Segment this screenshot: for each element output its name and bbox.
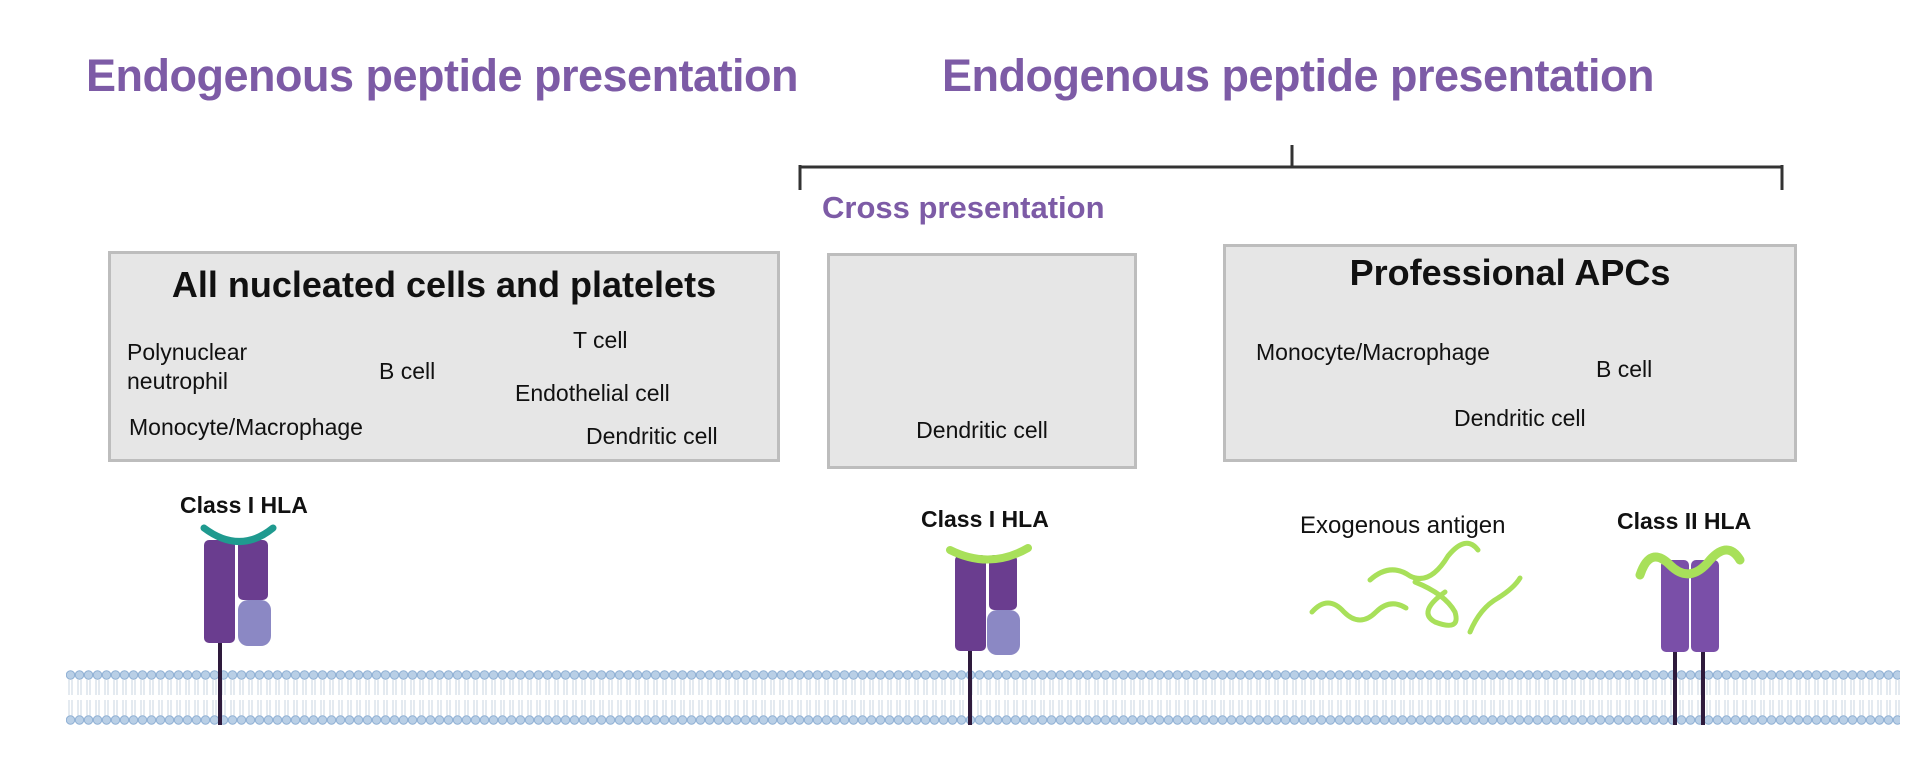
- box-professional-apcs-title: Professional APCs: [1349, 252, 1671, 293]
- box-nucleated-cells: All nucleated cells and platelets Polynu…: [108, 251, 780, 462]
- cell-label-b-cell: B cell: [379, 358, 436, 384]
- class-ii-hla-receptor: [1635, 545, 1745, 725]
- cell-label-dendritic: Dendritic cell: [586, 423, 718, 449]
- cell-label-dendritic: Dendritic cell: [1454, 405, 1586, 431]
- heading-endogenous-right: Endogenous peptide presentation: [942, 50, 1655, 101]
- heading-cross-presentation: Cross presentation: [822, 190, 1105, 225]
- bracket: [798, 145, 1784, 190]
- cell-membrane: [66, 662, 1900, 732]
- cell-label-monocyte: Monocyte/Macrophage: [1256, 339, 1490, 365]
- box-professional-apcs: Professional APCs Monocyte/Macrophage B …: [1223, 244, 1797, 462]
- box-dendritic-cell: Dendritic cell: [827, 253, 1137, 469]
- cell-label-endothelial: Endothelial cell: [515, 380, 670, 406]
- class-i-hla-receptor-middle: [946, 544, 1032, 725]
- cell-label-b-cell: B cell: [1596, 356, 1653, 382]
- label-class-i-hla-left: Class I HLA: [180, 492, 308, 518]
- cell-label-t-cell: T cell: [573, 327, 628, 353]
- heading-endogenous-left: Endogenous peptide presentation: [86, 50, 799, 101]
- label-class-ii-hla: Class II HLA: [1617, 508, 1752, 534]
- cell-label-monocyte: Monocyte/Macrophage: [129, 414, 363, 440]
- box-nucleated-cells-title: All nucleated cells and platelets: [171, 264, 717, 305]
- exogenous-antigen-icon: [1309, 540, 1523, 635]
- class-i-hla-receptor-left: [200, 524, 277, 725]
- label-class-i-hla-middle: Class I HLA: [921, 506, 1049, 532]
- label-exogenous-antigen: Exogenous antigen: [1300, 512, 1506, 539]
- cell-label-neutrophil: Polynuclear neutrophil: [127, 339, 248, 394]
- cell-label-dendritic: Dendritic cell: [916, 417, 1048, 443]
